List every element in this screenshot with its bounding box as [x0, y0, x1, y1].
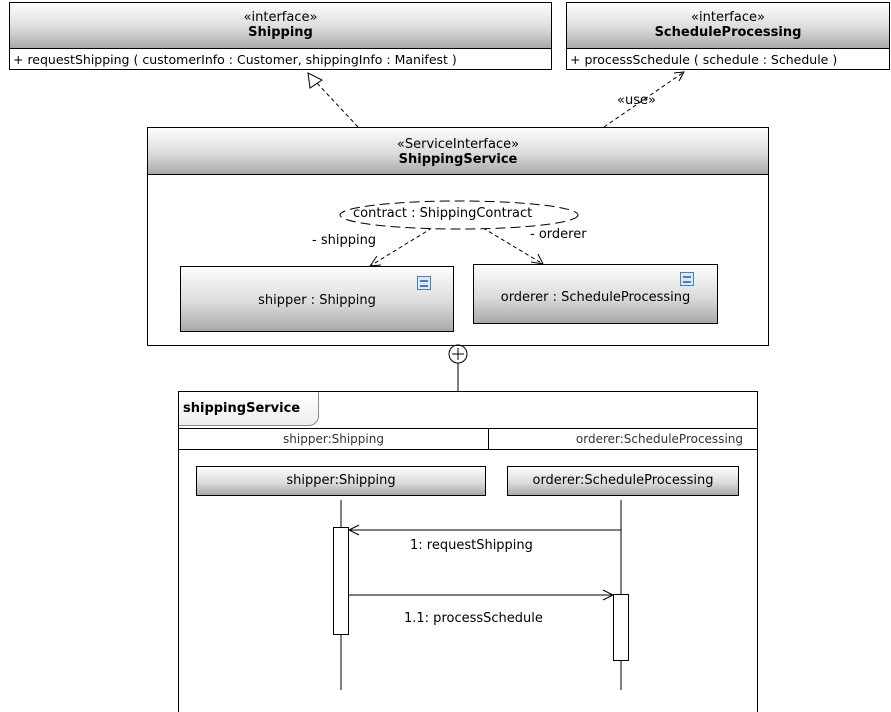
property-icon	[417, 276, 431, 290]
message-request-shipping-arrowhead	[347, 524, 360, 536]
use-label: «use»	[617, 93, 656, 108]
service-name: ShippingService	[398, 152, 518, 167]
schedule-processing-header	[567, 3, 889, 49]
part-shipper[interactable]: shipper : Shipping	[180, 266, 454, 332]
role-orderer-label: - orderer	[530, 227, 587, 242]
contract-label[interactable]: contract : ShippingContract	[353, 206, 533, 221]
contract-collaboration-ellipse[interactable]	[339, 200, 579, 230]
activation-shipper[interactable]	[333, 527, 349, 635]
part-shipper-label: shipper : Shipping	[258, 293, 376, 308]
shipping-stereotype: «interface»	[243, 10, 318, 25]
process-schedule-operation[interactable]: + processSchedule ( schedule : Schedule …	[570, 52, 838, 67]
shipping-service-header	[148, 128, 768, 175]
lifeline-header-row: shipper:Shipping orderer:ScheduleProcess…	[179, 428, 757, 450]
interaction-frame[interactable]: shippingService shipper:Shipping orderer…	[178, 391, 758, 712]
use-dependency-arrowhead	[673, 71, 685, 82]
message-process-schedule-label[interactable]: 1.1: processSchedule	[404, 611, 543, 626]
shipping-service[interactable]: «ServiceInterface» ShippingService	[147, 127, 769, 346]
lifeline-head-shipper[interactable]: shipper:Shipping	[196, 466, 486, 496]
activation-orderer[interactable]	[613, 594, 629, 661]
orderer-role-line	[482, 227, 544, 265]
lifeline-head-orderer[interactable]: orderer:ScheduleProcessing	[507, 466, 739, 496]
schedule-processing-name: ScheduleProcessing	[654, 25, 802, 40]
service-stereotype: «ServiceInterface»	[396, 137, 520, 152]
message-request-shipping-label[interactable]: 1: requestShipping	[410, 538, 533, 553]
request-shipping-operation[interactable]: + requestShipping ( customerInfo : Custo…	[13, 52, 457, 67]
part-orderer-label: orderer : ScheduleProcessing	[500, 290, 691, 305]
use-dependency-line	[603, 71, 685, 128]
schedule-processing-interface[interactable]: «interface» ScheduleProcessing + process…	[566, 2, 890, 70]
property-icon	[680, 272, 694, 286]
column-header-shipper: shipper:Shipping	[179, 428, 489, 450]
shipping-role-line	[369, 227, 433, 267]
shipping-interface-header	[10, 3, 551, 49]
realization-line	[315, 81, 359, 128]
realization-arrowhead	[307, 72, 323, 89]
shipping-name: Shipping	[248, 25, 313, 40]
role-shipping-label: - shipping	[312, 233, 377, 248]
part-orderer[interactable]: orderer : ScheduleProcessing	[473, 264, 718, 324]
column-header-orderer: orderer:ScheduleProcessing	[575, 432, 743, 446]
shipping-interface[interactable]: «interface» Shipping + requestShipping (…	[9, 2, 552, 70]
schedule-processing-stereotype: «interface»	[691, 10, 765, 25]
interaction-name: shippingService	[183, 401, 301, 416]
interaction-frame-tab	[179, 392, 319, 426]
